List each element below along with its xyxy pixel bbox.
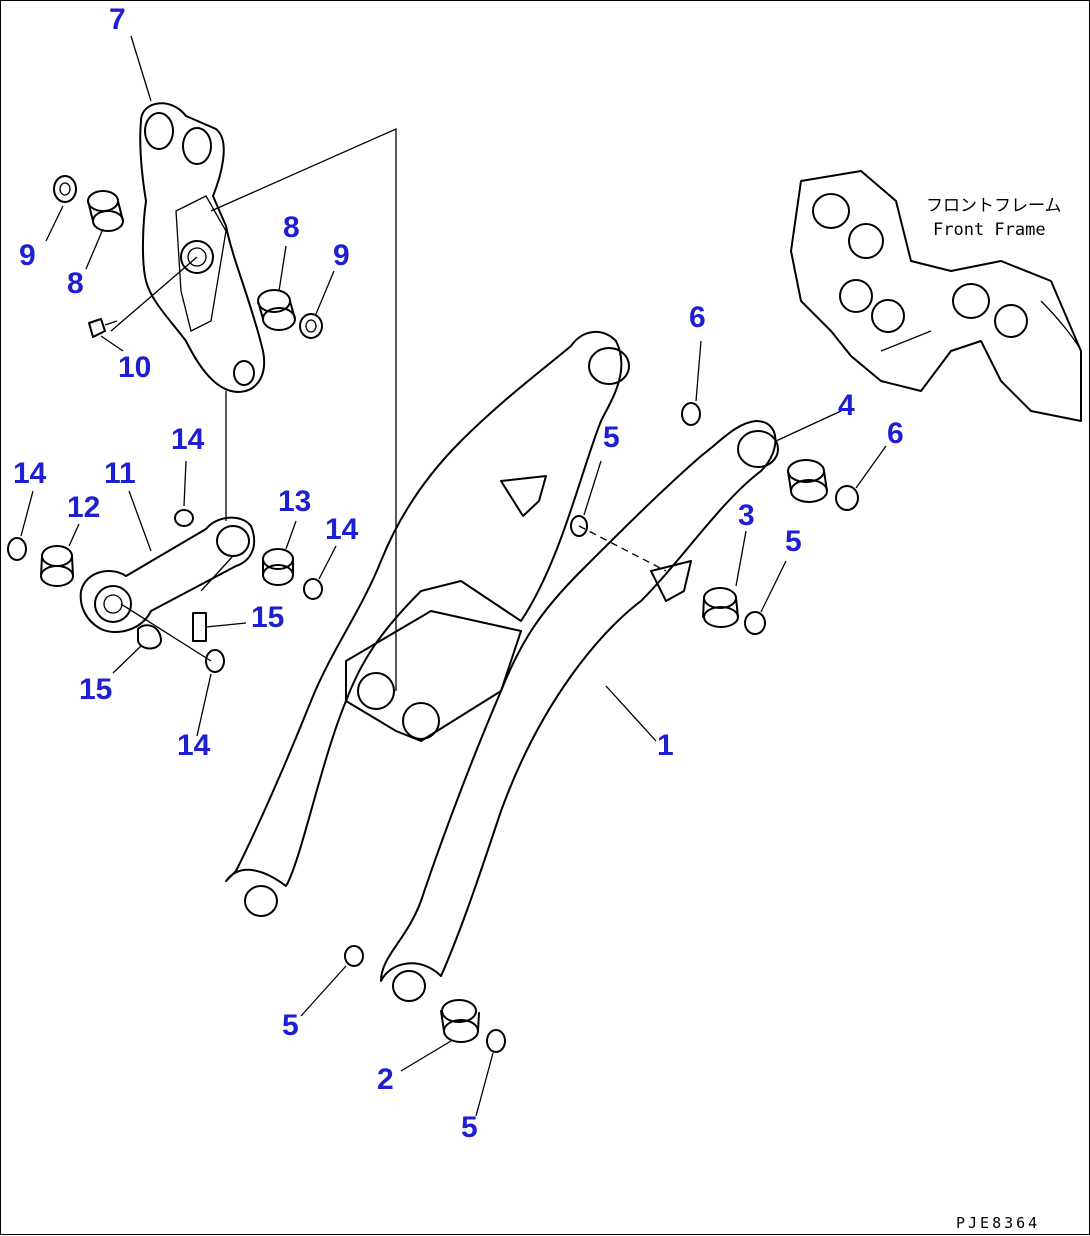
front-frame-label-jp: フロントフレーム bbox=[926, 196, 1062, 216]
bell-crank bbox=[139, 102, 266, 393]
callout-14-top: 14 bbox=[171, 423, 205, 456]
callout-5-bottom: 5 bbox=[461, 1111, 478, 1144]
callout-5-right: 5 bbox=[785, 525, 802, 558]
callout-14-right: 14 bbox=[325, 513, 359, 546]
lift-arm bbox=[225, 331, 779, 1002]
grease-fitting-10 bbox=[88, 318, 118, 338]
bushing-8-left bbox=[87, 190, 124, 232]
callout-13: 13 bbox=[278, 485, 312, 518]
front-frame-label-en: Front Frame bbox=[933, 220, 1046, 240]
callout-9-left: 9 bbox=[19, 239, 36, 272]
bushing-8-right bbox=[257, 289, 296, 331]
grease-fittings-15 bbox=[120, 555, 234, 662]
front-frame bbox=[790, 170, 1082, 422]
callout-5-bottomleft: 5 bbox=[282, 1009, 299, 1042]
seal-9-left bbox=[53, 175, 77, 203]
pin-2 bbox=[440, 999, 480, 1043]
seals-5-6 bbox=[344, 402, 859, 1053]
drawing-number: PJE8364 bbox=[956, 1214, 1041, 1232]
callout-4: 4 bbox=[838, 389, 855, 422]
callout-9-right: 9 bbox=[333, 239, 350, 272]
callout-10: 10 bbox=[118, 351, 152, 384]
callout-11: 11 bbox=[104, 457, 136, 490]
callout-7: 7 bbox=[109, 3, 126, 36]
pin-3 bbox=[702, 587, 739, 628]
seals-14 bbox=[7, 509, 323, 673]
callout-6-right: 6 bbox=[887, 417, 904, 450]
callout-2: 2 bbox=[377, 1063, 394, 1096]
callout-5-upper: 5 bbox=[603, 421, 620, 454]
callout-14-bottom: 14 bbox=[177, 729, 211, 762]
bushing-12 bbox=[40, 545, 74, 587]
callout-15-left: 15 bbox=[79, 673, 113, 706]
callout-8-right: 8 bbox=[283, 211, 300, 244]
callout-15-right: 15 bbox=[251, 601, 285, 634]
link-arm bbox=[79, 516, 256, 633]
seal-9-right bbox=[299, 313, 323, 339]
pin-line-bellcrank bbox=[110, 128, 397, 691]
callout-14-farleft: 14 bbox=[13, 457, 47, 490]
callout-12: 12 bbox=[67, 491, 101, 524]
callout-1: 1 bbox=[657, 729, 674, 762]
callout-3: 3 bbox=[738, 499, 755, 532]
pin-4 bbox=[787, 459, 828, 503]
leader-lines bbox=[20, 35, 887, 1117]
callout-6-top: 6 bbox=[689, 301, 706, 334]
bushing-13 bbox=[262, 548, 294, 586]
callout-8-left: 8 bbox=[67, 267, 84, 300]
